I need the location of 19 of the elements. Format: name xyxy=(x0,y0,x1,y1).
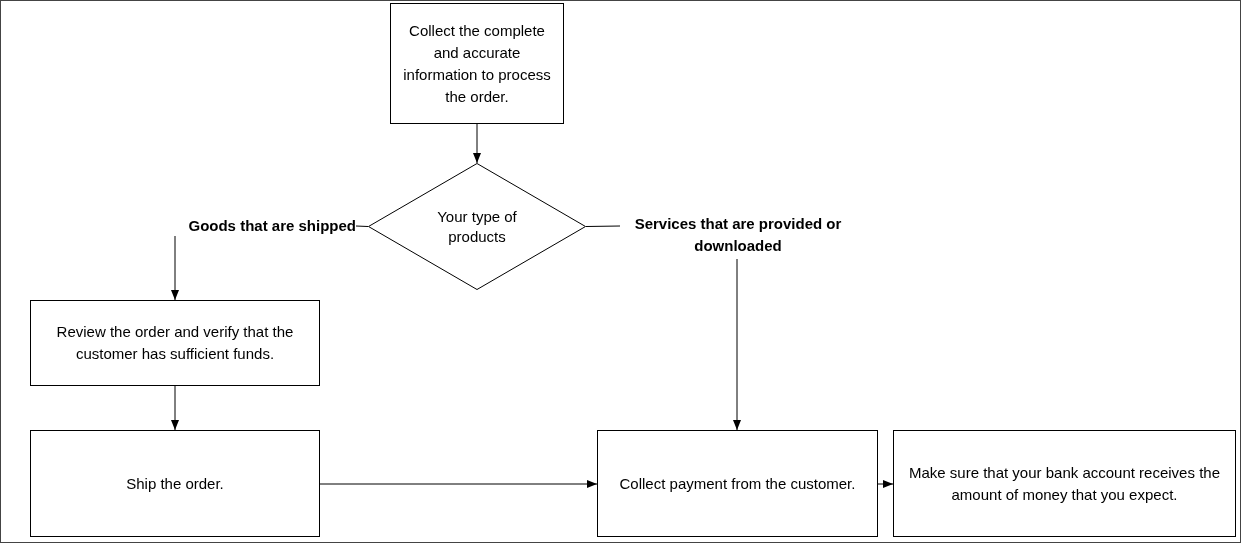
arrow xyxy=(733,258,741,431)
process-box xyxy=(30,430,320,537)
process-box xyxy=(30,300,320,386)
arrow xyxy=(319,480,598,488)
arrow xyxy=(171,235,179,301)
branch-label: Services that are provided or downloaded xyxy=(633,214,843,256)
node-text: Collect payment from the customer. xyxy=(619,473,856,494)
node-text: Collect the complete and accurate information to process the order. xyxy=(402,20,552,107)
node-text: Review the order and verify that the customer has sufficient funds. xyxy=(55,322,295,364)
node-text: Ship the order. xyxy=(126,473,224,494)
node-text: Make sure that your bank account receives the amount of money that you expect. xyxy=(908,462,1221,505)
arrow xyxy=(171,385,179,431)
branch-label: Goods that are shipped xyxy=(188,216,356,236)
process-box xyxy=(390,3,564,124)
arrow xyxy=(877,480,894,488)
process-box xyxy=(893,430,1236,537)
process-box xyxy=(597,430,878,537)
node-text: Your type of products xyxy=(436,206,518,247)
arrow xyxy=(473,123,481,164)
